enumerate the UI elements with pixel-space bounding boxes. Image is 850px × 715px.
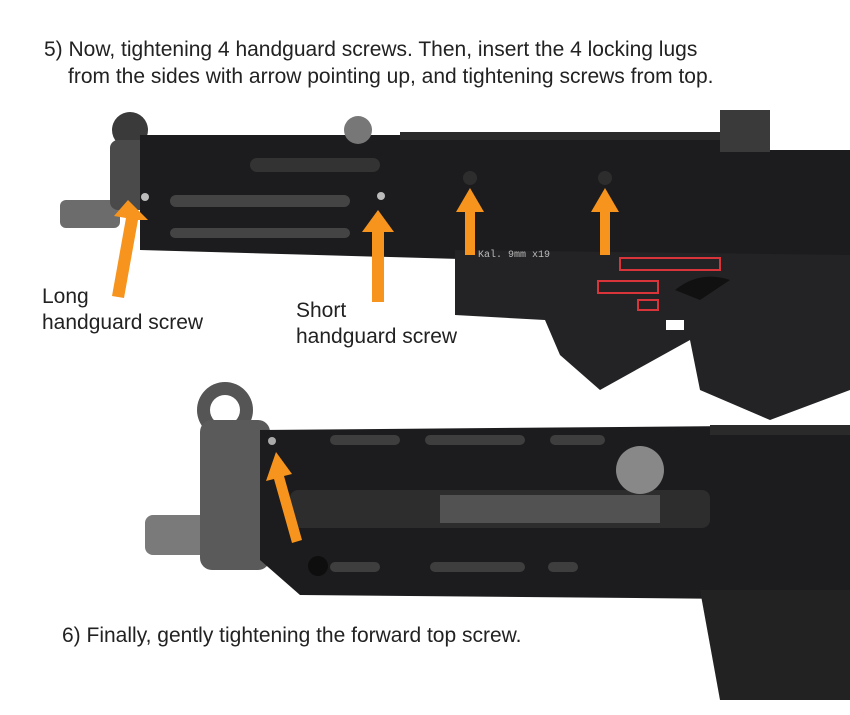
- bottom-photo-handguard: [145, 382, 850, 700]
- arrow-long-screw: [112, 200, 148, 298]
- arrow-lug-2: [591, 188, 619, 255]
- short-label-line-1: Short: [296, 299, 347, 322]
- step-5-line-1: 5) Now, tightening 4 handguard screws. T…: [44, 38, 698, 61]
- step-5-line-2: from the sides with arrow pointing up, a…: [68, 65, 714, 88]
- short-label-line-2: handguard screw: [296, 325, 458, 348]
- caliber-marking: Kal. 9mm x19: [478, 250, 551, 261]
- arrows: [112, 188, 619, 543]
- arrow-lug-1: [456, 188, 484, 255]
- arrow-short-screw: [362, 210, 394, 302]
- step-6-instruction: 6) Finally, gently tightening the forwar…: [62, 624, 522, 647]
- long-screw-label: Long handguard screw: [42, 284, 203, 336]
- arrow-top-screw: [266, 452, 302, 543]
- step-5-instruction: 5) Now, tightening 4 handguard screws. T…: [44, 36, 713, 90]
- short-screw-label: Short handguard screw: [296, 298, 457, 350]
- top-photo-gun: [60, 110, 850, 420]
- long-label-line-2: handguard screw: [42, 311, 204, 334]
- long-label-line-1: Long: [42, 285, 89, 308]
